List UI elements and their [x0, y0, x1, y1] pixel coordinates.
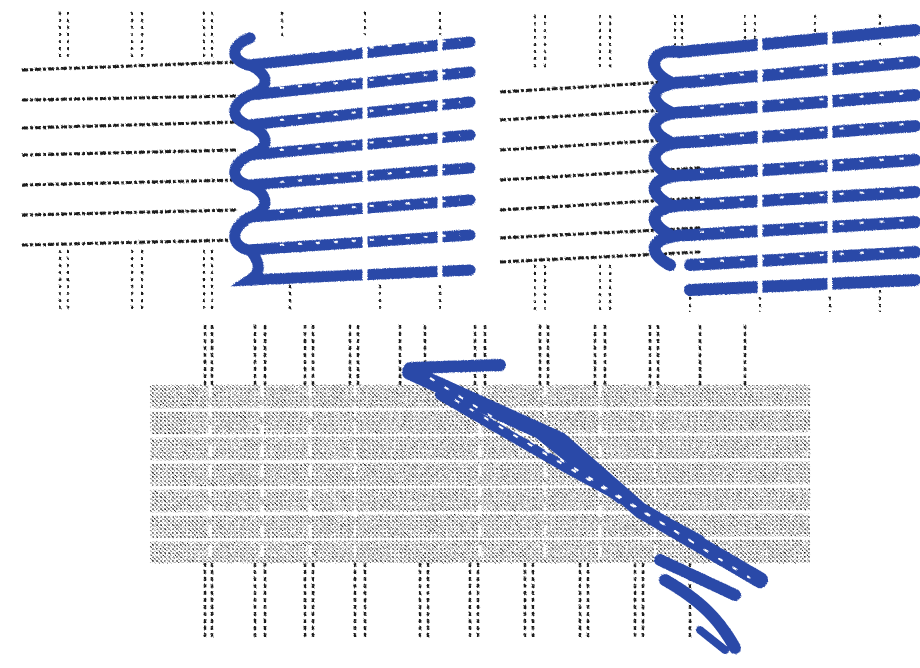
top-right-blue-strands: [654, 30, 915, 290]
bottom-top-dashed-columns: [205, 325, 745, 385]
panel-top-left: [22, 12, 470, 310]
bottom-bottom-dashed-columns: [205, 563, 690, 640]
top-left-black-rows: [22, 62, 238, 245]
panel-top-right: [500, 15, 915, 312]
panel-bottom: [150, 325, 810, 650]
top-left-blue-strands: [235, 38, 470, 280]
